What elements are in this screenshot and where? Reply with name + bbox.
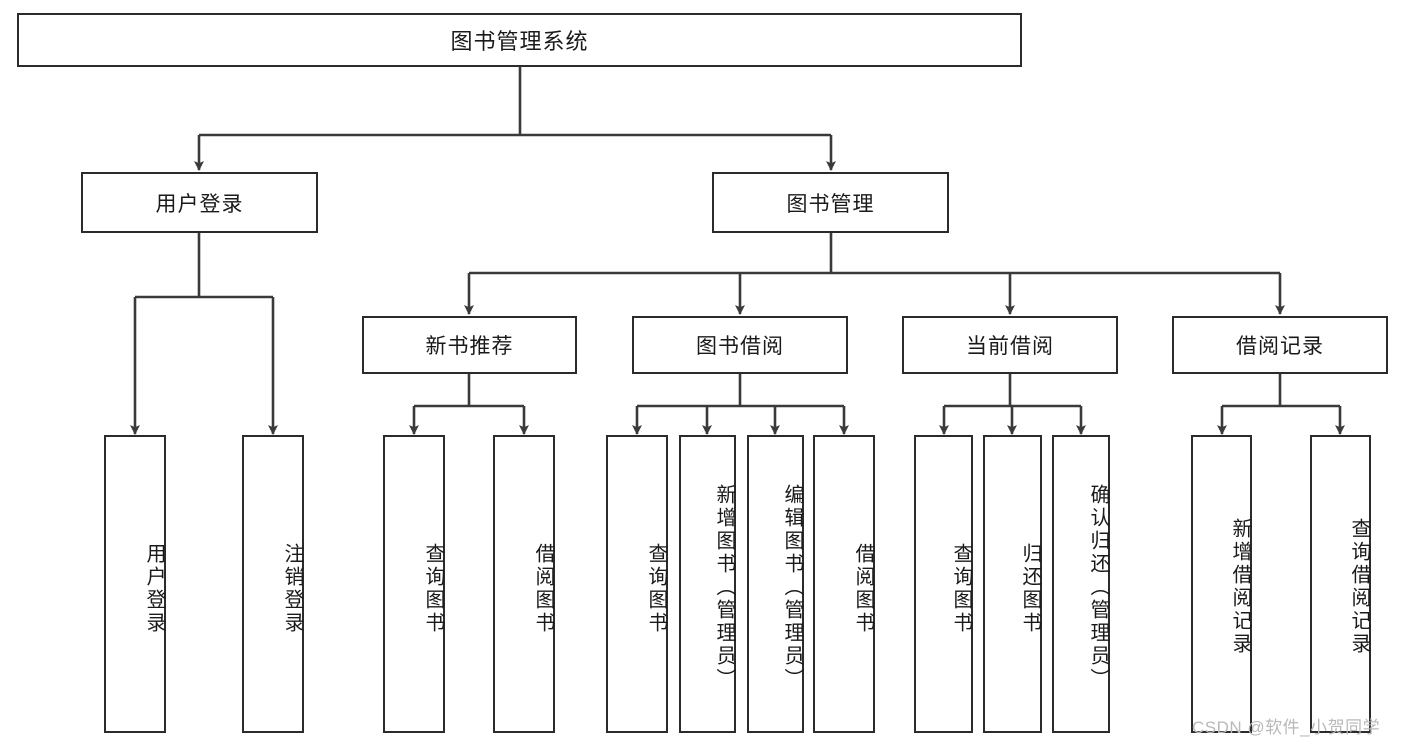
node-root-book-management-system[interactable]: 图书管理系统 (17, 13, 1022, 67)
node-book-manage[interactable]: 图书管理 (712, 172, 949, 233)
leaf-node-query-book-2[interactable]: 查询图书 (606, 435, 668, 733)
leaf-node-edit-book-admin[interactable]: 编辑图书（管理员） (747, 435, 804, 733)
leaf-node-borrow-book-1[interactable]: 借阅图书 (493, 435, 555, 733)
node-book-borrow[interactable]: 图书借阅 (632, 316, 848, 374)
node-new-book-recommend[interactable]: 新书推荐 (362, 316, 577, 374)
leaf-node-confirm-return-admin[interactable]: 确认归还（管理员） (1052, 435, 1110, 733)
node-current-borrow[interactable]: 当前借阅 (902, 316, 1118, 374)
leaf-node-add-book-admin[interactable]: 新增图书（管理员） (679, 435, 736, 733)
leaf-node-borrow-book-2[interactable]: 借阅图书 (813, 435, 875, 733)
leaf-node-query-borrow-record[interactable]: 查询借阅记录 (1310, 435, 1371, 733)
leaf-node-add-borrow-record[interactable]: 新增借阅记录 (1191, 435, 1252, 733)
leaf-node-return-book[interactable]: 归还图书 (983, 435, 1042, 733)
node-borrow-record[interactable]: 借阅记录 (1172, 316, 1388, 374)
csdn-watermark: CSDN @软件_小贺同学 (1192, 718, 1381, 737)
leaf-node-user-login[interactable]: 用户登录 (104, 435, 166, 733)
node-user-login[interactable]: 用户登录 (81, 172, 318, 233)
leaf-node-query-book-3[interactable]: 查询图书 (914, 435, 973, 733)
leaf-node-query-book-1[interactable]: 查询图书 (383, 435, 445, 733)
leaf-node-user-logout[interactable]: 注销登录 (242, 435, 304, 733)
